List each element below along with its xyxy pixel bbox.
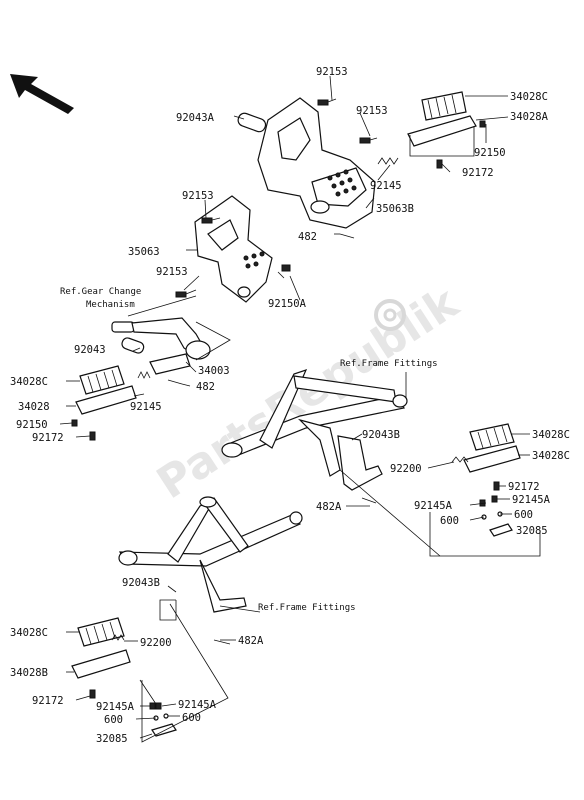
- footpeg-34028: [75, 385, 137, 415]
- label-92172: 92172: [462, 167, 494, 179]
- plate-32085-lower: [151, 723, 177, 737]
- collar-92043: [121, 337, 145, 354]
- bolt-92153-top: [317, 98, 337, 106]
- label-600: 600: [182, 712, 201, 724]
- part-labels: 92153 92043A 92153 34028C 34028A 92150 9…: [10, 66, 570, 745]
- stay-92043b-upper: [337, 435, 383, 491]
- washer-92150-left: [71, 419, 78, 427]
- cotter-pin-482-top: [339, 233, 355, 239]
- cotter-pin-482a-right: [361, 497, 377, 504]
- footpeg-34028c-right: [463, 445, 521, 473]
- label-92153: 92153: [156, 266, 188, 278]
- rubber-92145a-right: [479, 495, 498, 507]
- label-34028c: 34028C: [532, 429, 570, 441]
- footpeg-34028a: [407, 115, 477, 147]
- label-92145a: 92145A: [96, 701, 135, 713]
- ref-gear-change-line2: Mechanism: [86, 300, 135, 310]
- label-600: 600: [104, 714, 123, 726]
- front-direction-arrow-icon: [10, 74, 74, 114]
- rear-bracket-35063b: [257, 97, 376, 229]
- label-92172: 92172: [508, 481, 540, 493]
- label-92145: 92145: [370, 180, 402, 192]
- bolt-92153-mid: [359, 137, 378, 144]
- label-92153: 92153: [356, 105, 388, 117]
- label-92150a: 92150A: [268, 298, 307, 310]
- footpeg-34028b: [71, 649, 131, 679]
- washer-600-right: [481, 511, 503, 520]
- spring-92145-left: [137, 371, 151, 379]
- label-92150: 92150: [474, 147, 506, 159]
- washer-600-lower: [153, 713, 169, 721]
- label-92043: 92043: [74, 344, 106, 356]
- label-92172: 92172: [32, 695, 64, 707]
- label-34003: 34003: [198, 365, 230, 377]
- label-92153: 92153: [316, 66, 348, 78]
- label-34028c: 34028C: [510, 91, 548, 103]
- label-482a: 482A: [238, 635, 264, 647]
- front-bracket-35063: [194, 195, 273, 303]
- collar-92043a: [237, 112, 267, 133]
- label-92043a: 92043A: [176, 112, 215, 124]
- label-92145a: 92145A: [414, 500, 453, 512]
- label-34028b: 34028B: [10, 667, 48, 679]
- ref-frame-fittings-lower: Ref.Frame Fittings: [258, 603, 356, 613]
- label-34028c: 34028C: [10, 627, 48, 639]
- spring-92200-lower: [111, 634, 125, 641]
- rear-frame-right: [221, 369, 408, 477]
- label-92153: 92153: [182, 190, 214, 202]
- leader-lines: [59, 75, 541, 743]
- label-92145: 92145: [130, 401, 162, 413]
- pin-92172-top: [436, 159, 443, 169]
- label-32085: 32085: [516, 525, 548, 537]
- label-34028c: 34028C: [10, 376, 48, 388]
- cotter-pin-482-mid: [167, 379, 183, 385]
- label-92172: 92172: [32, 432, 64, 444]
- footpeg-rubber-34028c-left: [79, 365, 125, 395]
- label-92145a: 92145A: [178, 699, 217, 711]
- gear-watermark-icon: [374, 299, 406, 331]
- footpeg-rubber-34028c-lower: [77, 617, 125, 647]
- rear-frame-left: [118, 496, 303, 613]
- footpeg-rubber-34028c-top: [421, 91, 467, 121]
- label-482: 482: [298, 231, 317, 243]
- bolt-92150a: [277, 264, 291, 279]
- footpeg-rubber-34028c-right: [469, 423, 515, 451]
- label-600: 600: [514, 509, 533, 521]
- label-92200: 92200: [140, 637, 172, 649]
- bolt-92153-lower-left: [175, 289, 197, 298]
- footpeg-34003: [149, 353, 191, 375]
- label-32085: 32085: [96, 733, 128, 745]
- pin-92172-lower: [89, 689, 96, 699]
- label-35063: 35063: [128, 246, 160, 258]
- ref-frame-fittings-upper: Ref.Frame Fittings: [340, 359, 438, 369]
- washer-92150-top: [479, 120, 486, 128]
- label-34028a: 34028A: [510, 111, 549, 123]
- pin-92172-right: [493, 481, 500, 491]
- label-34028c: 34028C: [532, 450, 570, 462]
- label-92200: 92200: [390, 463, 422, 475]
- label-482: 482: [196, 381, 215, 393]
- label-92043b: 92043B: [122, 577, 160, 589]
- label-35063b: 35063B: [376, 203, 414, 215]
- label-92150: 92150: [16, 419, 48, 431]
- reference-notes: Ref.Gear Change Mechanism Ref.Frame Fitt…: [60, 287, 438, 613]
- shift-lever: [111, 317, 211, 360]
- ref-gear-change-line1: Ref.Gear Change: [60, 287, 141, 297]
- label-92145a: 92145A: [512, 494, 551, 506]
- cotter-pin-482a-left: [213, 639, 231, 645]
- spring-92200-right: [451, 456, 469, 463]
- label-600: 600: [440, 515, 459, 527]
- label-482a: 482A: [316, 501, 342, 513]
- spring-92145-top: [377, 157, 399, 165]
- label-34028: 34028: [18, 401, 50, 413]
- plate-32085-right: [489, 523, 513, 537]
- label-92043b: 92043B: [362, 429, 400, 441]
- bolt-92153-upper-left: [201, 217, 221, 224]
- pin-92172-left: [89, 431, 96, 441]
